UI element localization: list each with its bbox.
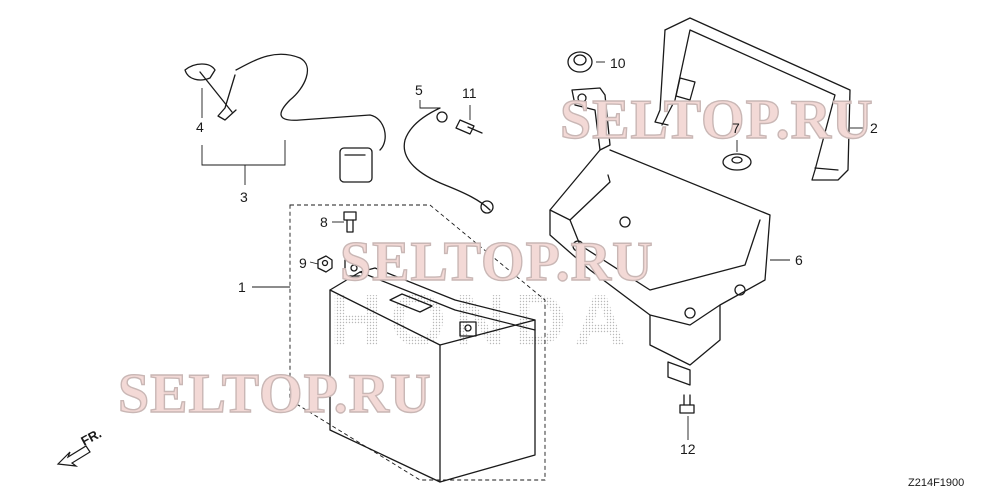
leader-lines xyxy=(201,61,865,440)
diagram-code: Z214F1900 xyxy=(908,477,964,489)
brand-logo: HONDA xyxy=(330,281,634,361)
front-direction-label: FR. xyxy=(78,426,104,449)
bolt-11 xyxy=(455,119,483,135)
bolt-12 xyxy=(679,394,695,414)
cable-harness-3 xyxy=(184,53,386,183)
callout-2: 2 xyxy=(870,120,878,136)
callout-12: 12 xyxy=(680,441,696,457)
battery-tray-6 xyxy=(549,87,771,386)
callout-4: 4 xyxy=(196,119,204,135)
battery xyxy=(289,204,546,483)
callout-10: 10 xyxy=(610,55,626,71)
front-direction-indicator: FR. xyxy=(56,426,104,467)
callout-6: 6 xyxy=(795,252,803,268)
callout-11: 11 xyxy=(462,85,477,101)
grommet-7 xyxy=(722,153,752,171)
watermark-3: SELTOP.RU xyxy=(118,363,432,425)
callout-1: 1 xyxy=(238,279,246,295)
bolt-8 xyxy=(343,211,357,233)
callout-3: 3 xyxy=(240,189,248,205)
callout-7: 7 xyxy=(732,120,740,136)
cable-5 xyxy=(403,107,494,214)
nut-9 xyxy=(317,255,333,273)
clip-10 xyxy=(567,51,593,73)
watermark-2: SELTOP.RU xyxy=(340,231,654,293)
callout-8: 8 xyxy=(320,214,328,230)
retaining-band-2 xyxy=(654,17,851,181)
callout-9: 9 xyxy=(299,255,307,271)
watermark-1: SELTOP.RU xyxy=(560,89,874,151)
callout-5: 5 xyxy=(415,82,423,98)
